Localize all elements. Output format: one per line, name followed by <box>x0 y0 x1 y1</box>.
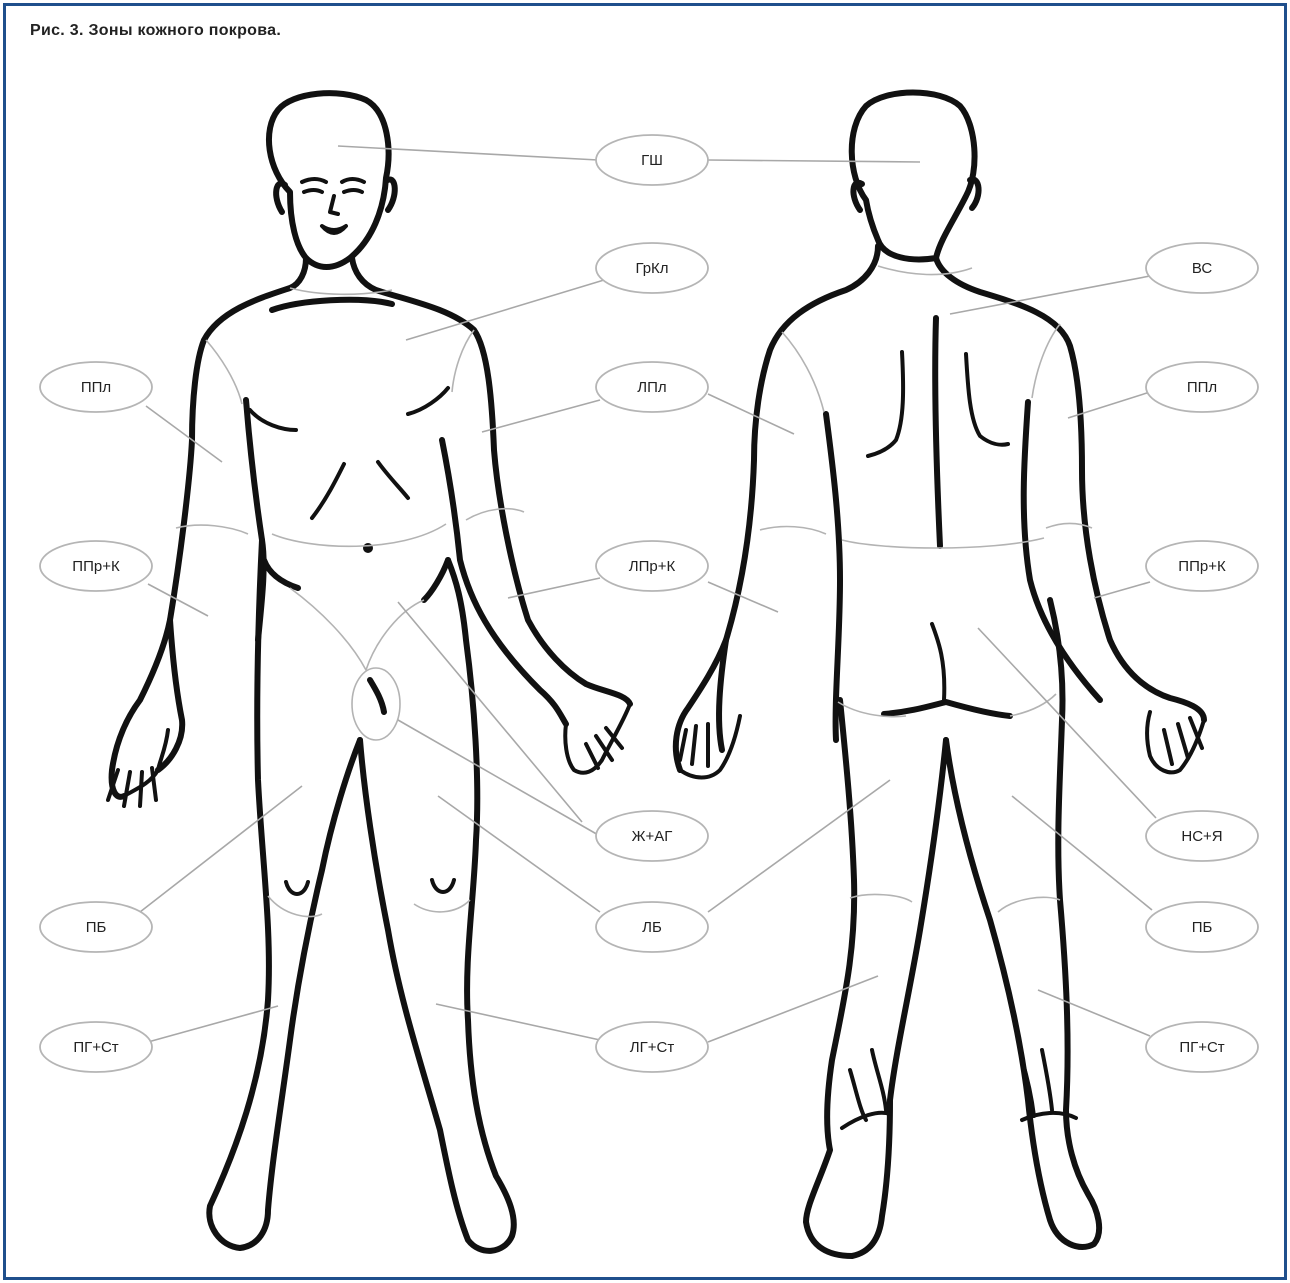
zone-labels: ГШ ГрКл ППл ЛПл ППр+К ЛПр+К Ж+АГ ПБ <box>40 135 1258 1072</box>
svg-text:ППр+К: ППр+К <box>1178 558 1226 575</box>
svg-text:НС+Я: НС+Я <box>1181 828 1222 845</box>
svg-text:ВС: ВС <box>1192 260 1213 277</box>
zone-label-right-thigh-front: ПБ <box>40 902 152 952</box>
svg-text:ЛБ: ЛБ <box>642 919 662 936</box>
svg-text:ППл: ППл <box>81 379 111 396</box>
zone-label-left-forearm-front: ЛПр+К <box>596 541 708 591</box>
zone-label-right-forearm-back: ППр+К <box>1146 541 1258 591</box>
svg-text:ПБ: ПБ <box>1192 919 1213 936</box>
zone-label-lower-back-buttocks: НС+Я <box>1146 811 1258 861</box>
svg-text:ПГ+Ст: ПГ+Ст <box>1179 1039 1224 1056</box>
svg-text:ГрКл: ГрКл <box>635 260 668 277</box>
svg-text:ЛПл: ЛПл <box>637 379 666 396</box>
zone-label-abdomen-genitals: Ж+АГ <box>596 811 708 861</box>
svg-text:ЛГ+Ст: ЛГ+Ст <box>630 1039 675 1056</box>
front-body-figure <box>108 93 630 1251</box>
zone-label-left-shin-front: ЛГ+Ст <box>596 1022 708 1072</box>
svg-text:ППр+К: ППр+К <box>72 558 120 575</box>
svg-text:ГШ: ГШ <box>641 152 663 169</box>
zone-label-upper-back: ВС <box>1146 243 1258 293</box>
zone-label-chest: ГрКл <box>596 243 708 293</box>
svg-text:ЛПр+К: ЛПр+К <box>629 558 676 575</box>
zone-label-right-shoulder-back: ППл <box>1146 362 1258 412</box>
zone-label-right-shoulder-front: ППл <box>40 362 152 412</box>
zone-label-right-shin-back: ПГ+Ст <box>1146 1022 1258 1072</box>
zone-label-left-shoulder-front: ЛПл <box>596 362 708 412</box>
zone-label-left-thigh-front: ЛБ <box>596 902 708 952</box>
svg-text:ПБ: ПБ <box>86 919 107 936</box>
svg-text:ППл: ППл <box>1187 379 1217 396</box>
zone-label-right-thigh-back: ПБ <box>1146 902 1258 952</box>
svg-text:Ж+АГ: Ж+АГ <box>632 828 673 845</box>
back-body-figure <box>676 93 1204 1257</box>
zone-label-right-forearm-front: ППр+К <box>40 541 152 591</box>
zone-label-right-shin-front: ПГ+Ст <box>40 1022 152 1072</box>
zone-label-head-neck: ГШ <box>596 135 708 185</box>
svg-text:ПГ+Ст: ПГ+Ст <box>73 1039 118 1056</box>
back-zone-boundaries <box>760 266 1092 912</box>
